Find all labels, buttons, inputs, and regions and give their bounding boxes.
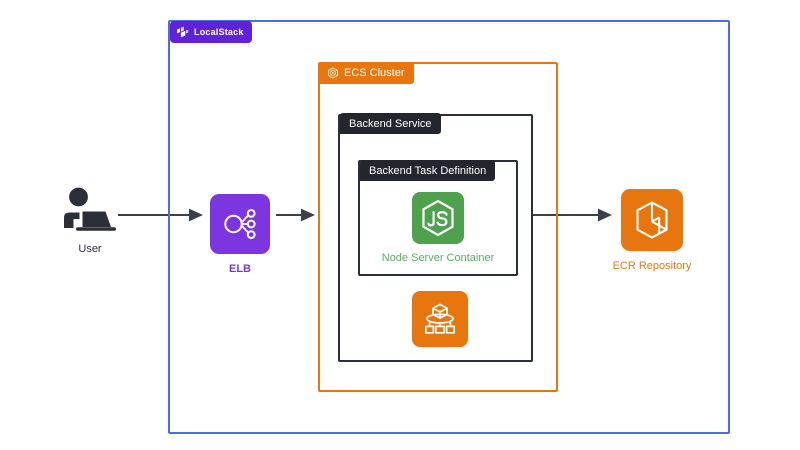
localstack-logo-icon (176, 26, 189, 39)
node-node-server-container-label: Node Server Container (381, 252, 495, 264)
load-balancer-icon (210, 194, 270, 254)
ecs-container-service-icon (412, 291, 468, 347)
node-user[interactable]: User (40, 186, 140, 255)
backend-task-definition-label: Backend Task Definition (369, 164, 487, 177)
backend-service-badge: Backend Service (340, 113, 441, 134)
ecs-cluster-boundary (318, 62, 558, 392)
node-user-label: User (78, 243, 102, 255)
localstack-boundary (168, 20, 730, 434)
user-at-laptop-icon (58, 186, 122, 234)
ecr-repository-icon (621, 189, 683, 251)
node-node-server-container[interactable]: Node Server Container (382, 192, 494, 264)
nodejs-icon (412, 192, 464, 244)
node-ecr-repository-label: ECR Repository (612, 260, 692, 272)
ecs-cluster-icon (327, 67, 339, 79)
ecs-cluster-label: ECS Cluster (344, 67, 405, 79)
ecs-cluster-badge: ECS Cluster (320, 62, 414, 84)
localstack-label: LocalStack (194, 27, 244, 37)
node-elb[interactable]: ELB (209, 194, 271, 275)
node-ecr-repository[interactable]: ECR Repository (612, 189, 692, 272)
backend-service-label: Backend Service (349, 117, 432, 130)
node-ecs-service-icon[interactable] (412, 291, 468, 347)
localstack-badge: LocalStack (170, 21, 252, 43)
node-elb-label: ELB (229, 263, 251, 275)
backend-task-definition-badge: Backend Task Definition (360, 160, 496, 181)
